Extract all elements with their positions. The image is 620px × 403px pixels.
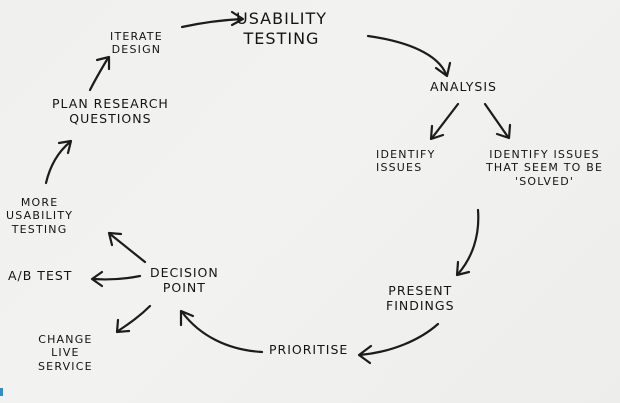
node-label-line: Iterate bbox=[110, 30, 163, 43]
node-analysis: Analysis bbox=[430, 79, 497, 94]
node-change-live-service: Change Live Service bbox=[38, 333, 93, 373]
arrow-plan-to-iterate bbox=[88, 56, 110, 92]
node-label-line: Findings bbox=[386, 298, 455, 314]
node-iterate-design: Iterate Design bbox=[110, 30, 163, 57]
node-label-line: Present bbox=[388, 283, 453, 298]
arrow-findings-to-prioritise bbox=[358, 322, 440, 357]
node-identify-issues: Identify Issues bbox=[376, 148, 436, 175]
node-label-line: Issues bbox=[376, 161, 423, 175]
node-more-usability-testing: More Usability Testing bbox=[6, 196, 73, 236]
node-label-line: More bbox=[20, 196, 59, 209]
arrow-analysis-to-issues-head bbox=[429, 124, 445, 141]
corner-mark bbox=[0, 388, 3, 396]
arrow-analysis-to-issues bbox=[430, 102, 460, 140]
arrow-analysis-to-solved bbox=[483, 102, 510, 139]
node-label-line: Decision bbox=[150, 265, 219, 280]
arrow-solved-to-findings-head bbox=[455, 260, 471, 277]
node-label-line: Testing bbox=[11, 222, 68, 236]
arrow-solved-to-findings bbox=[456, 208, 480, 276]
node-label-line: Service bbox=[38, 359, 93, 373]
node-decision-point: Decision Point bbox=[150, 265, 219, 296]
arrow-more-testing-to-plan-head bbox=[57, 139, 73, 155]
arrow-analysis-to-solved-head bbox=[495, 123, 512, 140]
arrow-decision-to-change-head bbox=[115, 318, 131, 334]
node-label-line: Identify Issues bbox=[489, 148, 600, 161]
node-label-line: Point bbox=[162, 280, 206, 296]
arrow-plan-to-iterate-head bbox=[95, 55, 111, 71]
arrow-testing-to-analysis bbox=[366, 34, 448, 76]
node-label-line: A/B Test bbox=[8, 268, 73, 283]
arrow-more-testing-to-plan bbox=[44, 140, 72, 185]
arrow-testing-to-analysis-head bbox=[434, 61, 452, 78]
node-label-line: Live bbox=[51, 346, 80, 360]
node-label-line: Change bbox=[38, 333, 93, 346]
node-label-line: Testing bbox=[243, 28, 320, 48]
node-label-line: Design bbox=[111, 43, 162, 57]
arrow-findings-to-prioritise-head bbox=[357, 344, 373, 365]
arrow-iterate-to-testing bbox=[180, 17, 244, 29]
node-prioritise: Prioritise bbox=[269, 342, 348, 357]
arrow-decision-to-change bbox=[116, 304, 152, 333]
node-usability-testing: Usability Testing bbox=[236, 9, 327, 48]
arrow-prioritise-to-decision bbox=[180, 310, 264, 354]
arrow-prioritise-to-decision-head bbox=[179, 309, 195, 327]
node-label-line: Analysis bbox=[430, 79, 497, 94]
node-label-line: Usability bbox=[236, 9, 327, 28]
node-identify-solved-issues: Identify Issues that seem to be 'solved' bbox=[486, 148, 603, 188]
node-label-line: Prioritise bbox=[269, 342, 349, 357]
arrow-decision-to-ab-head bbox=[90, 270, 104, 288]
arrow-decision-to-more-testing-head bbox=[107, 231, 123, 247]
node-label-line: Plan Research bbox=[52, 96, 169, 111]
arrow-decision-to-more-testing bbox=[108, 232, 147, 264]
node-present-findings: Present Findings bbox=[386, 283, 455, 314]
node-ab-test: A/B Test bbox=[8, 268, 72, 283]
arrow-iterate-to-testing-head bbox=[230, 10, 245, 27]
node-label-line: 'solved' bbox=[514, 174, 575, 188]
node-label-line: Questions bbox=[69, 111, 152, 127]
node-label-line: Identify bbox=[376, 148, 436, 161]
node-label-line: that seem to be bbox=[486, 161, 604, 175]
node-label-line: Usability bbox=[6, 209, 74, 223]
node-plan-research-questions: Plan Research Questions bbox=[52, 96, 169, 127]
arrow-decision-to-ab bbox=[91, 274, 142, 281]
